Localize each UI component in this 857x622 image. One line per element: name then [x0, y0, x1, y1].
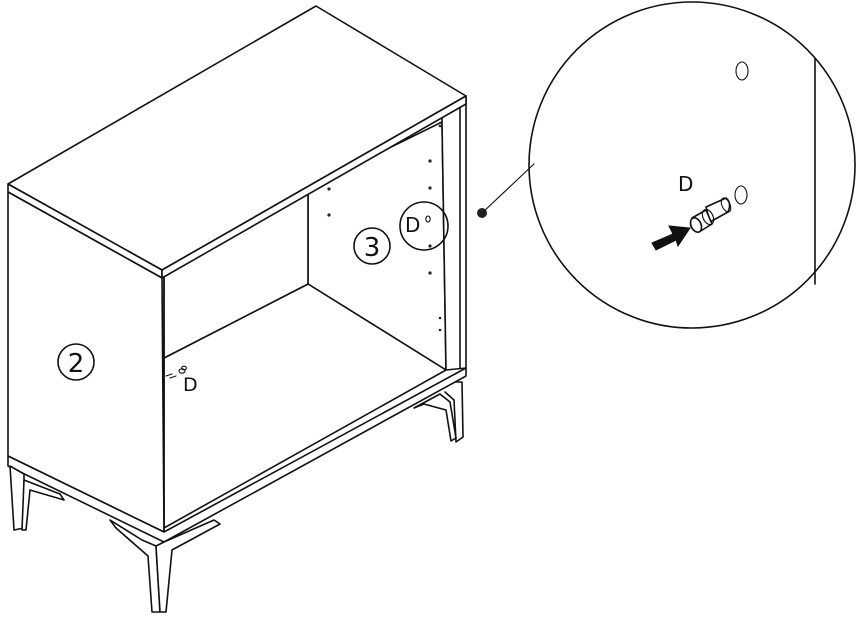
top-panel-right-edge: [161, 95, 467, 279]
right-side-edge: [441, 95, 467, 371]
back-panel-holes: [327, 124, 442, 332]
back-panel-callout: 3: [353, 227, 391, 265]
back-leg-right: [413, 381, 464, 443]
detail-pin-label: D: [678, 172, 693, 196]
detail-hole-mid: [734, 185, 748, 205]
front-leg-center: [109, 519, 221, 613]
back-pin-detail-circle: D: [399, 201, 449, 251]
side-panel-callout: 2: [57, 343, 95, 381]
left-pin-label: D: [183, 374, 198, 396]
left-pin-callout: D: [165, 365, 198, 396]
shelf-pin-icon: [689, 197, 732, 233]
arrow-icon: [651, 225, 691, 251]
back-pin-label: D: [405, 213, 420, 237]
detail-leader: [477, 163, 535, 218]
cabinet: [7, 5, 467, 613]
back-panel-number: 3: [364, 233, 381, 263]
base-plinth: [7, 367, 467, 543]
side-panel-number: 2: [68, 349, 85, 379]
detail-view: D: [528, 1, 856, 329]
detail-hole-top: [735, 61, 749, 81]
front-leg-left: [9, 465, 65, 531]
